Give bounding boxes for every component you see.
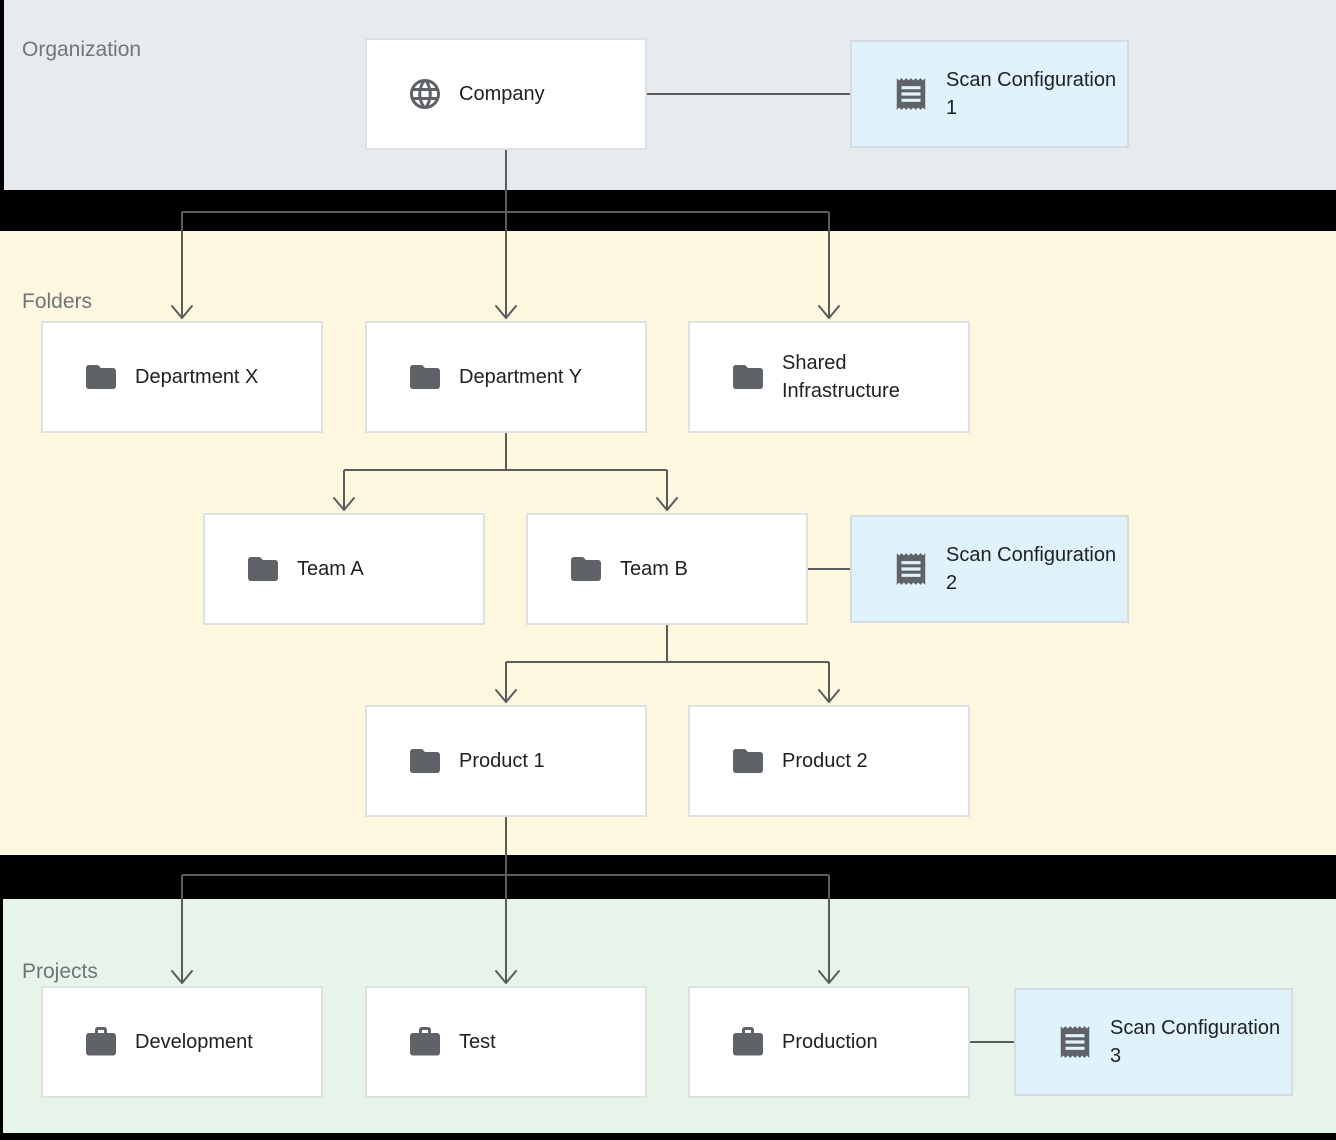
node-label: Scan Configuration 2 [946,544,1117,594]
node-shared-infrastructure: Shared Infrastructure [688,321,970,433]
node-development: Development [41,986,323,1098]
node-scan-configuration-1: Scan Configuration 1 [850,40,1129,148]
receipt-icon [892,548,930,590]
node-label: Product 2 [782,750,868,772]
organization-band-label: Organization [22,38,142,61]
node-scan-configuration-3: Scan Configuration 3 [1014,988,1293,1096]
briefcase-icon [730,1024,766,1060]
node-label: Production [782,1031,878,1053]
node-label: Development [135,1031,253,1053]
folder-icon [407,743,443,779]
briefcase-icon [407,1024,443,1060]
node-department-y: Department Y [365,321,647,433]
folder-icon [730,359,766,395]
node-company: Company [365,38,647,150]
folder-icon [245,551,281,587]
node-label: Scan Configuration 3 [1110,1017,1281,1067]
projects-band-label: Projects [22,960,98,983]
node-scan-configuration-2: Scan Configuration 2 [850,515,1129,623]
node-label: Product 1 [459,750,545,772]
node-product-1: Product 1 [365,705,647,817]
bottom-divider [0,1133,1336,1140]
globe-icon [407,76,443,112]
node-label: Department X [135,366,259,388]
node-label: Team A [297,558,364,580]
folders-band-label: Folders [22,290,93,313]
folder-icon [83,359,119,395]
node-label: Team B [620,558,688,580]
node-label: Test [459,1031,496,1053]
node-team-a: Team A [203,513,485,625]
receipt-icon [1056,1021,1094,1063]
node-label: Shared Infrastructure [782,352,900,402]
briefcase-icon [83,1024,119,1060]
node-test: Test [365,986,647,1098]
node-production: Production [688,986,970,1098]
folder-icon [407,359,443,395]
folder-icon [568,551,604,587]
node-label: Department Y [459,366,583,388]
folder-icon [730,743,766,779]
node-label: Scan Configuration 1 [946,69,1117,119]
node-department-x: Department X [41,321,323,433]
node-team-b: Team B [526,513,808,625]
receipt-icon [892,73,930,115]
node-label: Company [459,83,545,105]
node-product-2: Product 2 [688,705,970,817]
